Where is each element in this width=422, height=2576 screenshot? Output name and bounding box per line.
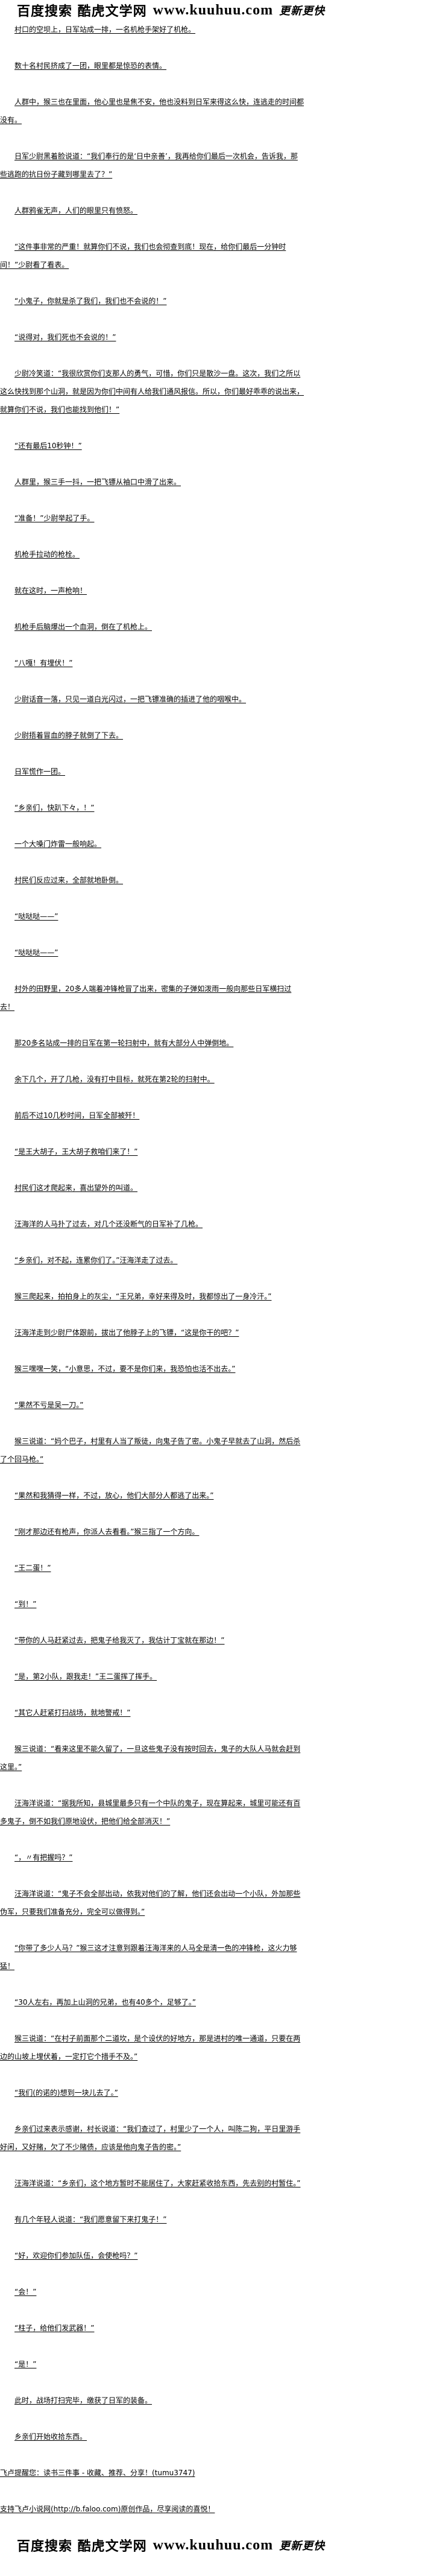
- banner-brand: 百度搜索 酷虎文学网: [17, 4, 147, 19]
- paragraph: 少尉冷笑道：“我很欣赏你们支那人的勇气，可惜，你们只是散沙一盘。这次，我们之所以…: [0, 369, 304, 414]
- paragraph: 乡亲们开始收拾东西。: [14, 2432, 87, 2441]
- paragraph: “好，欢迎你们参加队伍，会使枪吗？”: [14, 2251, 138, 2260]
- paragraph: 就在这时，一声枪响！: [14, 586, 87, 595]
- paragraph: 猴三嘿嘿一笑，“小意思，不过，要不是你们来，我恐怕也活不出去。”: [14, 1365, 236, 1373]
- banner-slogan: 更新更快: [279, 2540, 326, 2552]
- paragraph: “哒哒哒——”: [14, 948, 58, 957]
- paragraph: “30人左右，再加上山洞的兄弟，也有40多个，足够了。”: [14, 1998, 196, 2007]
- paragraph: “果然和我猜得一样，不过，放心，他们大部分人都逃了出来。”: [14, 1491, 214, 1500]
- footer-reminder: 飞卢提醒您：读书三件事 - 收藏、推荐、分享！(tumu3747): [0, 2469, 195, 2477]
- paragraph: 村口的空坝上，日军站成一排，一名机枪手架好了机枪。: [14, 25, 196, 34]
- paragraph: “是！”: [14, 2360, 37, 2368]
- paragraph: “带你的人马赶紧过去，把鬼子给我灭了，我估计丁宝就在那边！”: [14, 1636, 225, 1645]
- paragraph: 少尉话音一落，只见一道白光闪过，一把飞镖准确的插进了他的咽喉中。: [14, 695, 247, 703]
- paragraph: “果然不亏是吴一刀。”: [14, 1401, 84, 1409]
- paragraph: 汪海洋走到少尉尸体跟前，拔出了他脖子上的飞镖，“这是你干的吧？”: [14, 1328, 239, 1337]
- banner-url[interactable]: www.kuuhuu.com: [153, 2537, 274, 2553]
- paragraph: “，〃有把握吗？”: [14, 1853, 73, 1862]
- banner-slogan: 更新更快: [279, 5, 326, 17]
- site-banner-top[interactable]: 百度搜索 酷虎文学网 www.kuuhuu.com 更新更快: [0, 0, 422, 21]
- footer-support-link[interactable]: 支持飞卢小说网(http://b.faloo.com)原创作品，尽享阅读的喜悦！: [0, 2505, 215, 2513]
- paragraph: “刚才那边还有枪声，你派人去看看。”猴三指了一个方向。: [14, 1528, 200, 1536]
- banner-brand: 百度搜索 酷虎文学网: [17, 2539, 147, 2554]
- paragraph: “八嘎！有埋伏！”: [14, 659, 73, 667]
- paragraph: 猴三说道：“妈个巴子，村里有人当了叛徒，向鬼子告了密。小鬼子早就去了山洞，然后杀…: [0, 1437, 301, 1464]
- paragraph: 汪海洋说道：“据我所知，县城里最多只有一个中队的鬼子，现在算起来，城里可能还有百…: [0, 1799, 301, 1826]
- paragraph: 那20多名站成一排的日军在第一轮扫射中，就有大部分人中弹倒地。: [14, 1039, 234, 1047]
- paragraph: 乡亲们过来表示感谢，村长说道：“我们查过了，村里少了一个人，叫陈二狗，平日里游手…: [0, 2125, 301, 2151]
- paragraph: 汪海洋说道：“鬼子不会全部出动，依我对他们的了解，他们还会出动一个小队，外加那些…: [0, 1889, 301, 1916]
- chapter-content: 村口的空坝上，日军站成一排，一名机枪手架好了机枪。数十名村民挤成了一团，眼里都是…: [0, 21, 304, 2446]
- paragraph: 人群鸦雀无声，人们的眼里只有愤怒。: [14, 206, 138, 215]
- paragraph: 猴三说道：“在村子前面那个二道坎，是个设伏的好地方，那是进村的唯一通道，只要在两…: [0, 2034, 301, 2061]
- paragraph: “其它人赶紧打扫战场，就地警戒！”: [14, 1708, 131, 1717]
- footer: 飞卢提醒您：读书三件事 - 收藏、推荐、分享！(tumu3747) 支持飞卢小说…: [0, 2464, 422, 2518]
- paragraph: 有几个年轻人说道：“我们愿意留下来打鬼子！”: [14, 2215, 167, 2224]
- paragraph: 日军慌作一团。: [14, 767, 66, 776]
- paragraph: “你带了多少人马？”猴三这才注意到跟着汪海洋来的人马全是清一色的冲锋枪，这火力够…: [0, 1944, 297, 1970]
- paragraph: 机枪手拉动的枪栓。: [14, 550, 80, 559]
- paragraph: “哒哒哒——”: [14, 912, 58, 921]
- paragraph: “准备！”少尉举起了手。: [14, 514, 95, 522]
- paragraph: 村民们这才爬起来，喜出望外的叫道。: [14, 1184, 138, 1192]
- paragraph: 猴三爬起来，拍拍身上的灰尘，“王兄弟，幸好来得及时，我都惊出了一身冷汗。”: [14, 1292, 272, 1301]
- paragraph: “王二蛋！”: [14, 1564, 51, 1572]
- paragraph: 人群里，猴三手一抖，一把飞镖从袖口中滑了出来。: [14, 478, 181, 486]
- paragraph: 汪海洋的人马扑了过去，对几个还没断气的日军补了几枪。: [14, 1220, 203, 1228]
- paragraph: “是王大胡子，王大胡子救咱们来了！”: [14, 1147, 138, 1156]
- paragraph: “还有最后10秒钟！”: [14, 442, 82, 450]
- paragraph: “我们(的诺的)想到一块儿去了。”: [14, 2089, 118, 2097]
- paragraph: 少尉捂着冒血的脖子就倒了下去。: [14, 731, 124, 740]
- paragraph: 一个大嗓门炸雷一般响起。: [14, 840, 102, 848]
- paragraph: 日军少尉黑着脸说道：“我们奉行的是‘日中亲善’，我再给你们最后一次机会，告诉我，…: [0, 152, 298, 179]
- paragraph: “乡亲们，对不起，连累你们了。”汪海洋走了过去。: [14, 1256, 178, 1264]
- site-banner-bottom[interactable]: 百度搜索 酷虎文学网 www.kuuhuu.com 更新更快: [0, 2535, 422, 2555]
- paragraph: 村民们反应过来，全部就地卧倒。: [14, 876, 124, 884]
- paragraph: “到！”: [14, 1600, 37, 1608]
- paragraph: “小鬼子，你就是杀了我们，我们也不会说的！”: [14, 297, 167, 305]
- paragraph: “乡亲们，快趴下々，！”: [14, 804, 95, 812]
- paragraph: “柱子，给他们发武器！”: [14, 2324, 95, 2332]
- paragraph: 此时，战场打扫完毕，缴获了日军的装备。: [14, 2396, 153, 2405]
- paragraph: 数十名村民挤成了一团，眼里都是惊恐的表情。: [14, 62, 167, 70]
- paragraph: “是，第2小队，跟我走！”王二蛋挥了挥手。: [14, 1672, 157, 1681]
- paragraph: 村外的田野里，20多人端着冲锋枪冒了出来，密集的子弹如泼雨一般向那些日军横扫过去…: [0, 985, 292, 1011]
- paragraph: 机枪手后脑爆出一个血洞，倒在了机枪上。: [14, 623, 153, 631]
- paragraph: 前后不过10几秒时间，日军全部被歼！: [14, 1111, 140, 1120]
- paragraph: 余下几个，开了几枪，没有打中目标，就死在第2轮的扫射中。: [14, 1075, 215, 1083]
- paragraph: “说得对，我们死也不会说的！”: [14, 333, 116, 341]
- paragraph: 汪海洋说道：“乡亲们，这个地方暂时不能居住了，大家赶紧收拾东西，先去别的村暂住。…: [14, 2179, 301, 2187]
- paragraph: “这件事非常的严重！就算你们不说，我们也会彻查到底！现在，给你们最后一分钟时间！…: [0, 243, 286, 269]
- paragraph: “会！”: [14, 2288, 37, 2296]
- banner-url[interactable]: www.kuuhuu.com: [153, 2, 274, 18]
- paragraph: 人群中，猴三也在里面，他心里也是焦不安，他也没料到日军来得这么快，连逃走的时间都…: [0, 98, 304, 124]
- paragraph: 猴三说道：“看来这里不能久留了，一旦这些鬼子没有按时回去，鬼子的大队人马就会赶到…: [0, 1745, 301, 1771]
